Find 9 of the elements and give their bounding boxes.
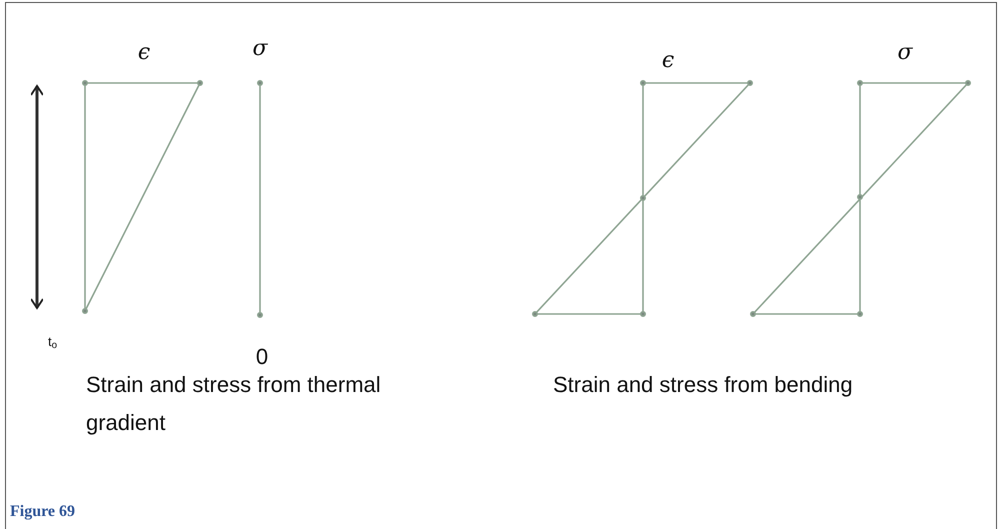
stress-symbol: σ (896, 39, 914, 67)
diagram-caption: Strain and stress from bending (553, 371, 854, 399)
thickness-label: t$_{o}$ (48, 333, 58, 352)
stress-symbol: σ (251, 35, 269, 63)
strain-symbol: ϵ (136, 39, 152, 67)
figure-caption: Figure 69 (10, 502, 76, 522)
diagram-caption: Strain and stress from thermal gradient (86, 371, 382, 437)
zero-label: 0 (254, 343, 270, 371)
strain-symbol: ϵ (660, 47, 676, 75)
